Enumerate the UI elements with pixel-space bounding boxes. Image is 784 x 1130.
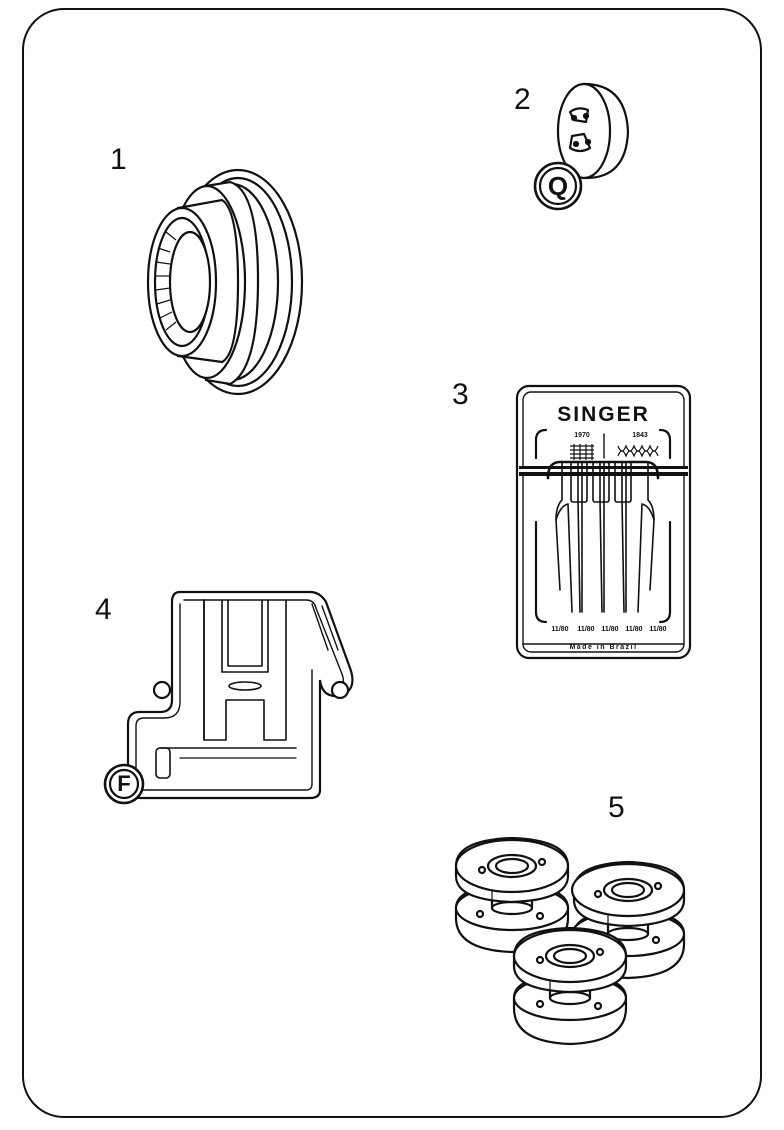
needle-size-2: 11/80 [577,626,595,633]
needle-size-3: 11/80 [601,626,619,633]
needle-size-1: 11/80 [551,626,569,633]
needle-size-5: 11/80 [649,626,667,633]
item-4-number: 4 [95,593,112,626]
bobbin-left [454,836,570,954]
badge-f: F [117,771,131,796]
item-1-number: 1 [110,143,127,176]
needle-pack-code-left: 1970 [574,432,590,439]
item-3-number: 3 [452,378,469,411]
needle-pack-brand: SINGER [557,403,650,426]
bobbin-front [512,926,628,1046]
badge-q: Q [547,171,569,201]
item-2-number: 2 [514,83,531,116]
needle-size-4: 11/80 [625,626,643,633]
item-5-number: 5 [608,791,625,824]
needle-pack-footer: Made in Brazil [569,644,638,651]
needle-pack-code-right: 1843 [632,432,648,439]
